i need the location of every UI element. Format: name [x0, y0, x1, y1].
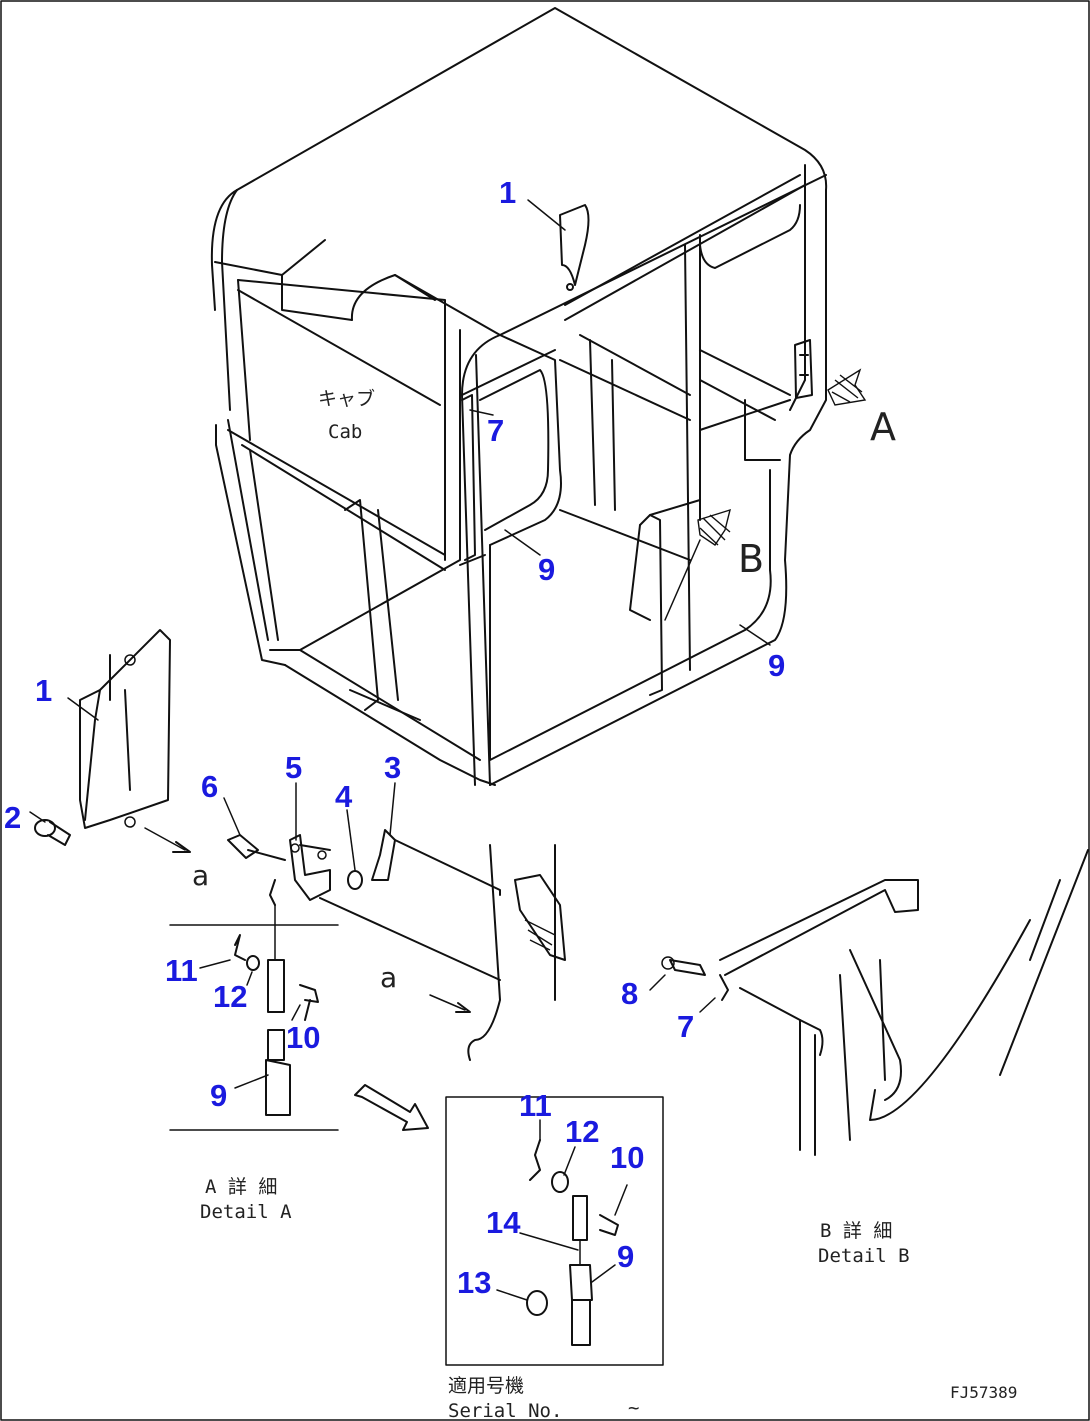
callout-11-serial: 11: [519, 1088, 552, 1123]
callout-leaders: [29, 199, 771, 1301]
serial-cable: [526, 1139, 619, 1346]
small-a-left: a: [192, 859, 209, 892]
callout-1-left: 1: [35, 673, 52, 708]
callout-6: 6: [201, 769, 218, 804]
callout-5: 5: [285, 750, 302, 785]
view-letter-b: B: [738, 537, 764, 581]
bolt-part-2: [34, 819, 71, 846]
callout-3: 3: [384, 750, 401, 785]
callout-11-a: 11: [165, 953, 198, 988]
detail-b-label-jp: B 詳 細: [820, 1220, 892, 1242]
callout-14: 14: [486, 1205, 521, 1240]
callout-4: 4: [335, 779, 353, 814]
callout-9-a: 9: [210, 1078, 227, 1113]
serial-label-en: Serial No.: [448, 1400, 562, 1421]
detail-a-assembly: [227, 829, 501, 981]
detail-a-label-jp: A 詳 細: [205, 1176, 277, 1198]
detail-a-label-en: Detail A: [200, 1201, 292, 1223]
leader-a-arrow: [144, 827, 186, 851]
detail-b-assembly: [661, 849, 1089, 1156]
callout-8: 8: [621, 976, 638, 1011]
serial-range: ~: [628, 1397, 639, 1419]
callout-9-cab-left: 9: [538, 552, 555, 587]
view-arrow-b: [664, 508, 731, 621]
arrow-head: [172, 841, 191, 853]
detail-b-label-en: Detail B: [818, 1245, 910, 1267]
view-arrow-a: [827, 368, 867, 406]
callout-10-serial: 10: [610, 1140, 644, 1175]
serial-label-jp: 適用号機: [448, 1375, 524, 1397]
cab-label-jp: キャブ: [318, 387, 375, 410]
callout-7-b: 7: [677, 1009, 694, 1044]
callout-2: 2: [4, 800, 21, 835]
serial-detail-box: [445, 1096, 664, 1366]
handle-part-1: [79, 629, 171, 829]
door-edge-detail: [429, 844, 566, 1061]
callout-9-cab-right: 9: [768, 648, 785, 683]
drawing-number: FJ57389: [950, 1383, 1017, 1402]
callout-13: 13: [457, 1265, 491, 1300]
view-letter-a: A: [870, 405, 896, 449]
callout-1-top: 1: [499, 175, 516, 210]
cable-detail-a: [234, 934, 319, 1116]
cab-illustration: [210, 7, 828, 786]
cab-label-en: Cab: [328, 421, 362, 443]
callout-12-a: 12: [213, 979, 247, 1014]
callout-10-a: 10: [286, 1020, 320, 1055]
hollow-arrow: [354, 1084, 429, 1131]
callout-9-serial: 9: [617, 1239, 634, 1274]
callout-12-serial: 12: [565, 1114, 599, 1149]
callout-7-cab: 7: [487, 413, 504, 448]
small-a-right: a: [380, 961, 397, 994]
